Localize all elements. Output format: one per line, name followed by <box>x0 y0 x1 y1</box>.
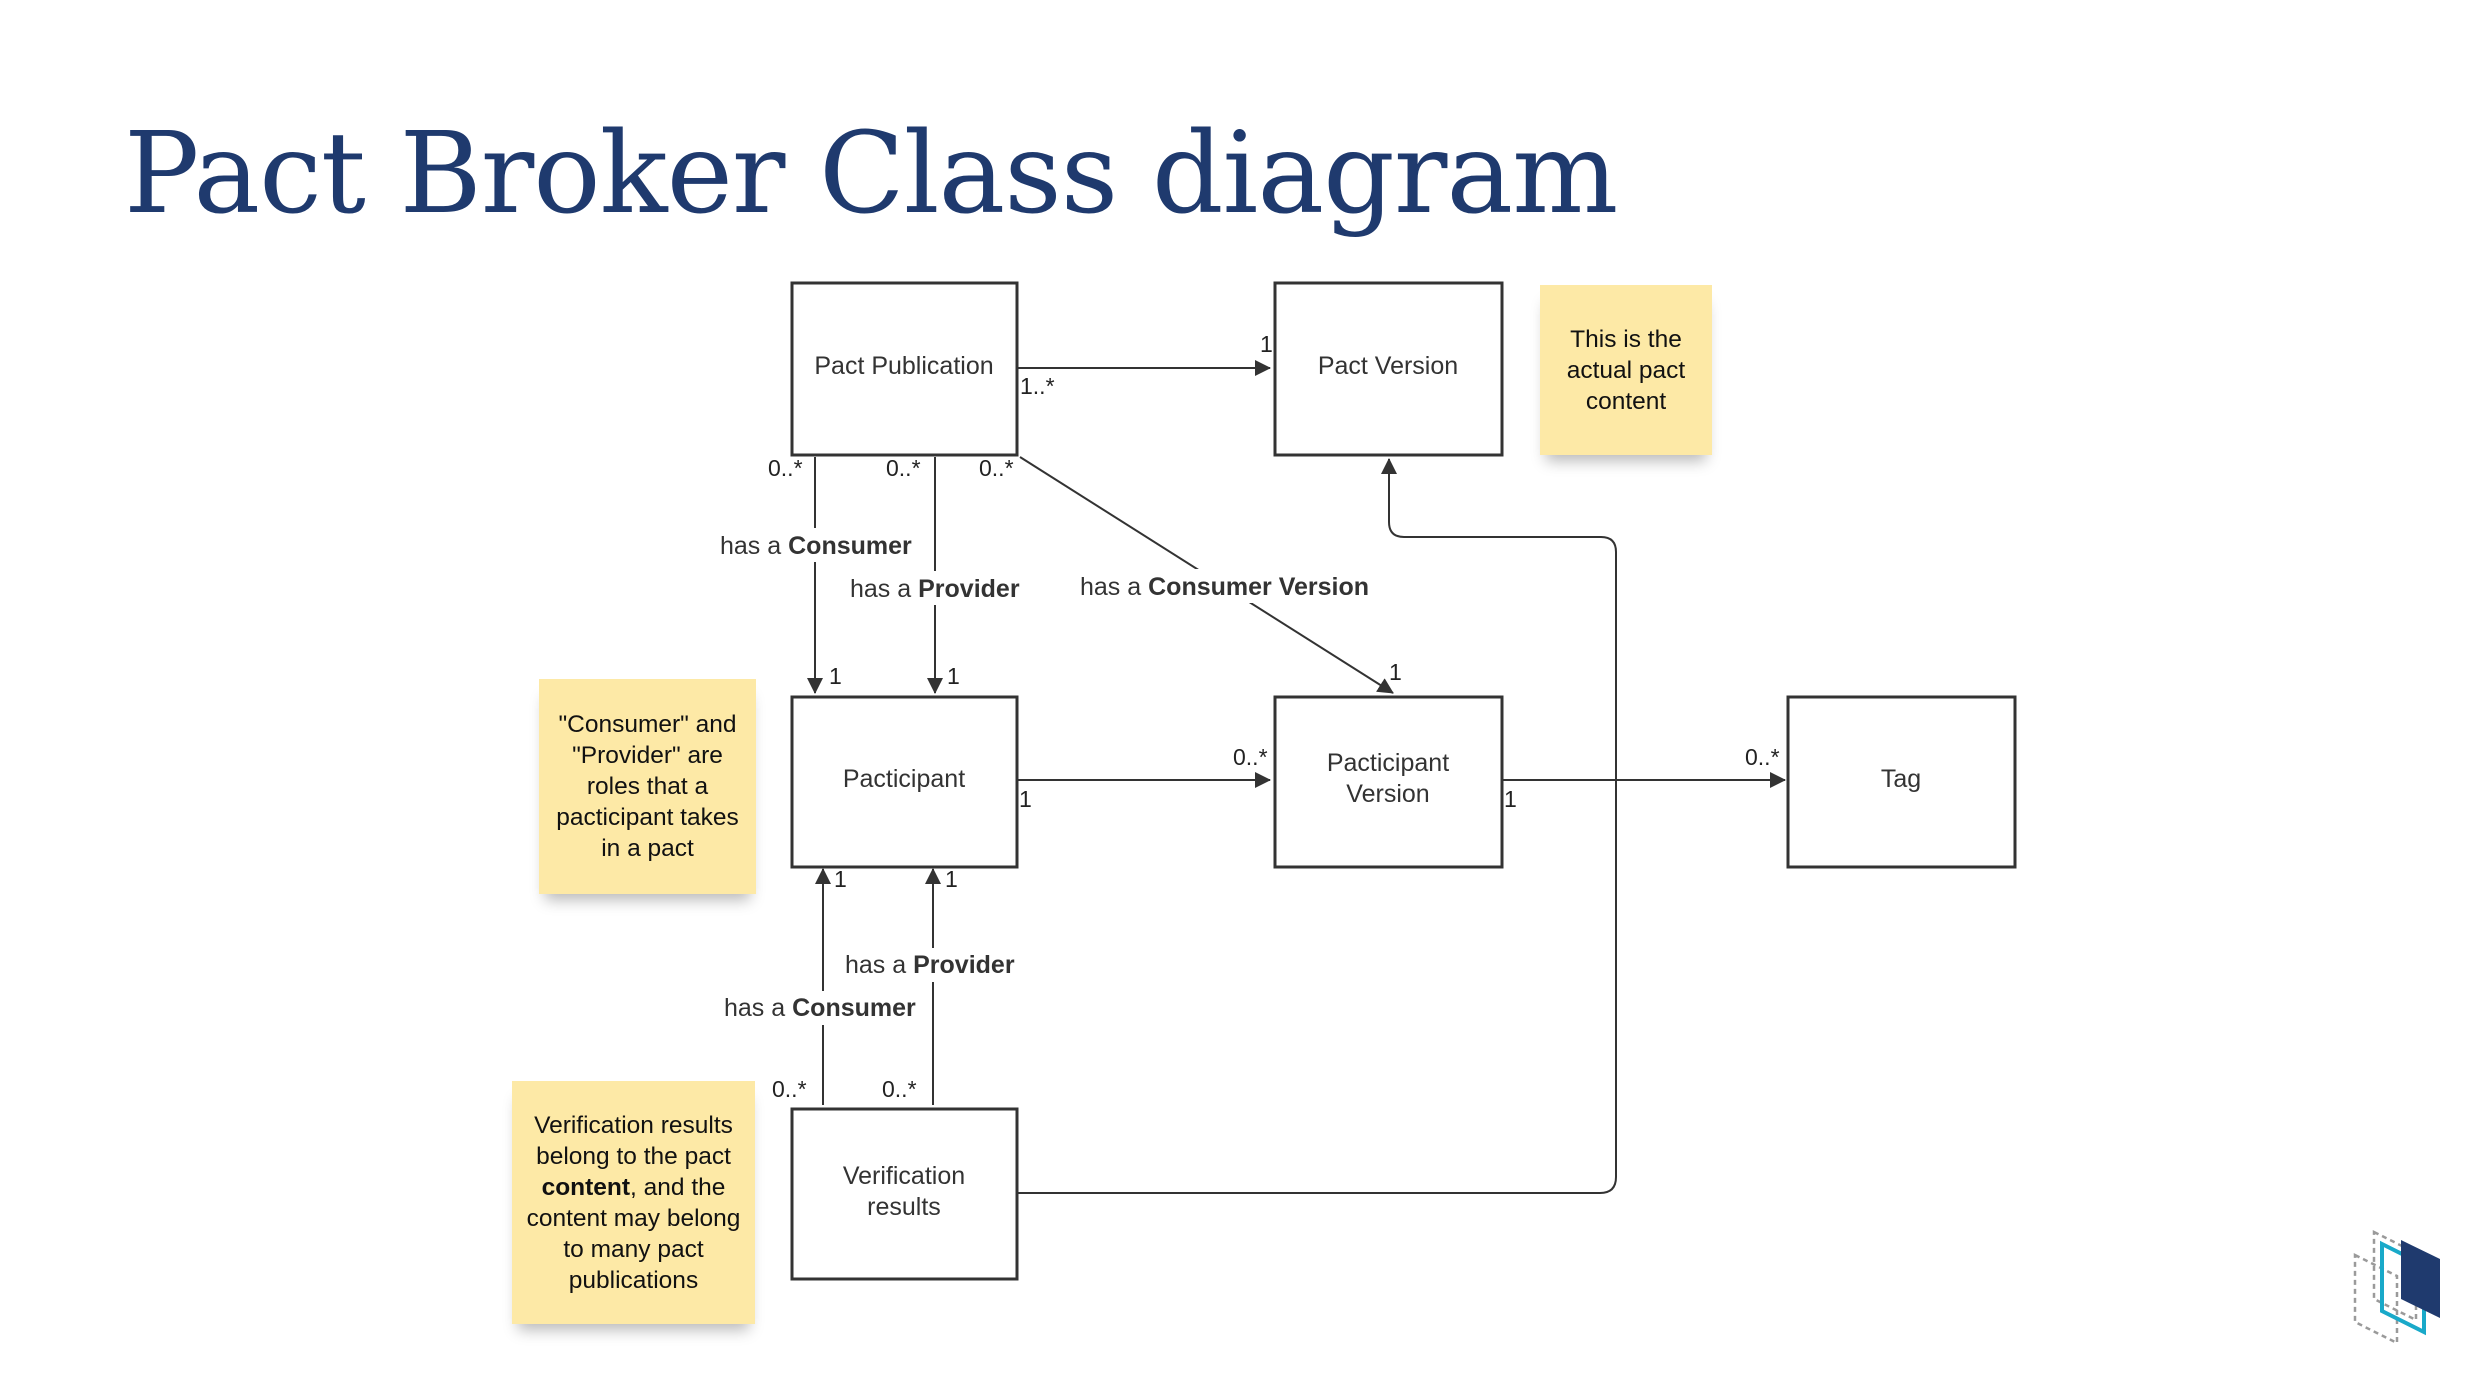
class-label: Pacticipant <box>843 765 965 793</box>
multiplicity-label: 1 <box>829 663 842 689</box>
multiplicity-label: 0..* <box>772 1076 807 1102</box>
note-bold-text: content <box>541 1173 631 1201</box>
class-pact-version: Pact Version <box>1273 281 1504 457</box>
note-roles: "Consumer" and "Provider" are roles that… <box>539 679 756 894</box>
multiplicity-label: 0..* <box>1745 744 1780 770</box>
relationship-label-publication-provider: has a Provider <box>850 575 1020 603</box>
class-verification-results: Verification results <box>790 1107 1019 1281</box>
note-verification: Verification results belong to the pact … <box>512 1081 755 1324</box>
multiplicity-label: 0..* <box>882 1076 917 1102</box>
note-line: "Provider" are <box>572 742 723 769</box>
note-line: belong to the pact <box>536 1142 731 1170</box>
multiplicity-label: 1 <box>1019 786 1032 812</box>
note-line: actual pact <box>1566 356 1686 384</box>
multiplicity-label: 0..* <box>768 455 803 481</box>
relationship-labels: has a Consumer has a Provider has a Cons… <box>718 528 1380 1025</box>
note-line: "Consumer" and <box>558 711 737 738</box>
multiplicity-label: 1..* <box>1020 373 1055 399</box>
page-title: Pact Broker Class diagram <box>124 109 1618 239</box>
multiplicities: 1 1..* 0..* 0..* 0..* 1 1 1 0..* 1 1 0..… <box>768 331 1780 1102</box>
class-participant: Pacticipant <box>790 695 1019 869</box>
class-label: Tag <box>1881 765 1921 793</box>
note-line: pacticipant takes <box>556 804 739 831</box>
relationship-label-verification-consumer: has a Consumer <box>724 994 916 1022</box>
relationship-label-consumer-version: has a Consumer Version <box>1080 573 1369 601</box>
multiplicity-label: 1 <box>834 866 847 892</box>
class-pact-publication: Pact Publication <box>790 281 1019 457</box>
relationship-label-verification-provider: has a Provider <box>845 951 1015 979</box>
multiplicity-label: 1 <box>945 866 958 892</box>
multiplicity-label: 1 <box>1260 331 1273 357</box>
class-tag: Tag <box>1786 695 2017 869</box>
note-line: publications <box>568 1266 699 1294</box>
class-label: results <box>867 1193 941 1221</box>
note-line: content may belong <box>526 1204 741 1232</box>
note-line: roles that a <box>586 773 709 800</box>
note-pact-version: This is the actual pact content <box>1540 285 1712 455</box>
note-line: This is the <box>1570 325 1682 353</box>
multiplicity-label: 0..* <box>1233 744 1268 770</box>
class-label: Pact Version <box>1318 352 1458 380</box>
note-line: Verification results <box>534 1111 733 1139</box>
note-text: , and the <box>630 1173 726 1201</box>
class-label: Pacticipant <box>1327 749 1449 777</box>
class-label: Pact Publication <box>814 352 993 380</box>
class-label: Verification <box>843 1162 965 1190</box>
multiplicity-label: 1 <box>947 663 960 689</box>
note-line: in a pact <box>601 835 694 862</box>
relationship-label-publication-consumer: has a Consumer <box>720 532 912 560</box>
class-label: Version <box>1346 780 1429 808</box>
note-line: to many pact <box>563 1235 704 1263</box>
class-participant-version: Pacticipant Version <box>1273 695 1504 869</box>
multiplicity-label: 0..* <box>886 455 921 481</box>
multiplicity-label: 0..* <box>979 455 1014 481</box>
note-line: content <box>1585 387 1667 415</box>
multiplicity-label: 1 <box>1389 659 1402 685</box>
note-line: content, and the <box>527 1172 741 1203</box>
multiplicity-label: 1 <box>1504 786 1517 812</box>
company-logo <box>2353 1229 2440 1346</box>
edge-verification-to-pact-version <box>1017 458 1617 1194</box>
